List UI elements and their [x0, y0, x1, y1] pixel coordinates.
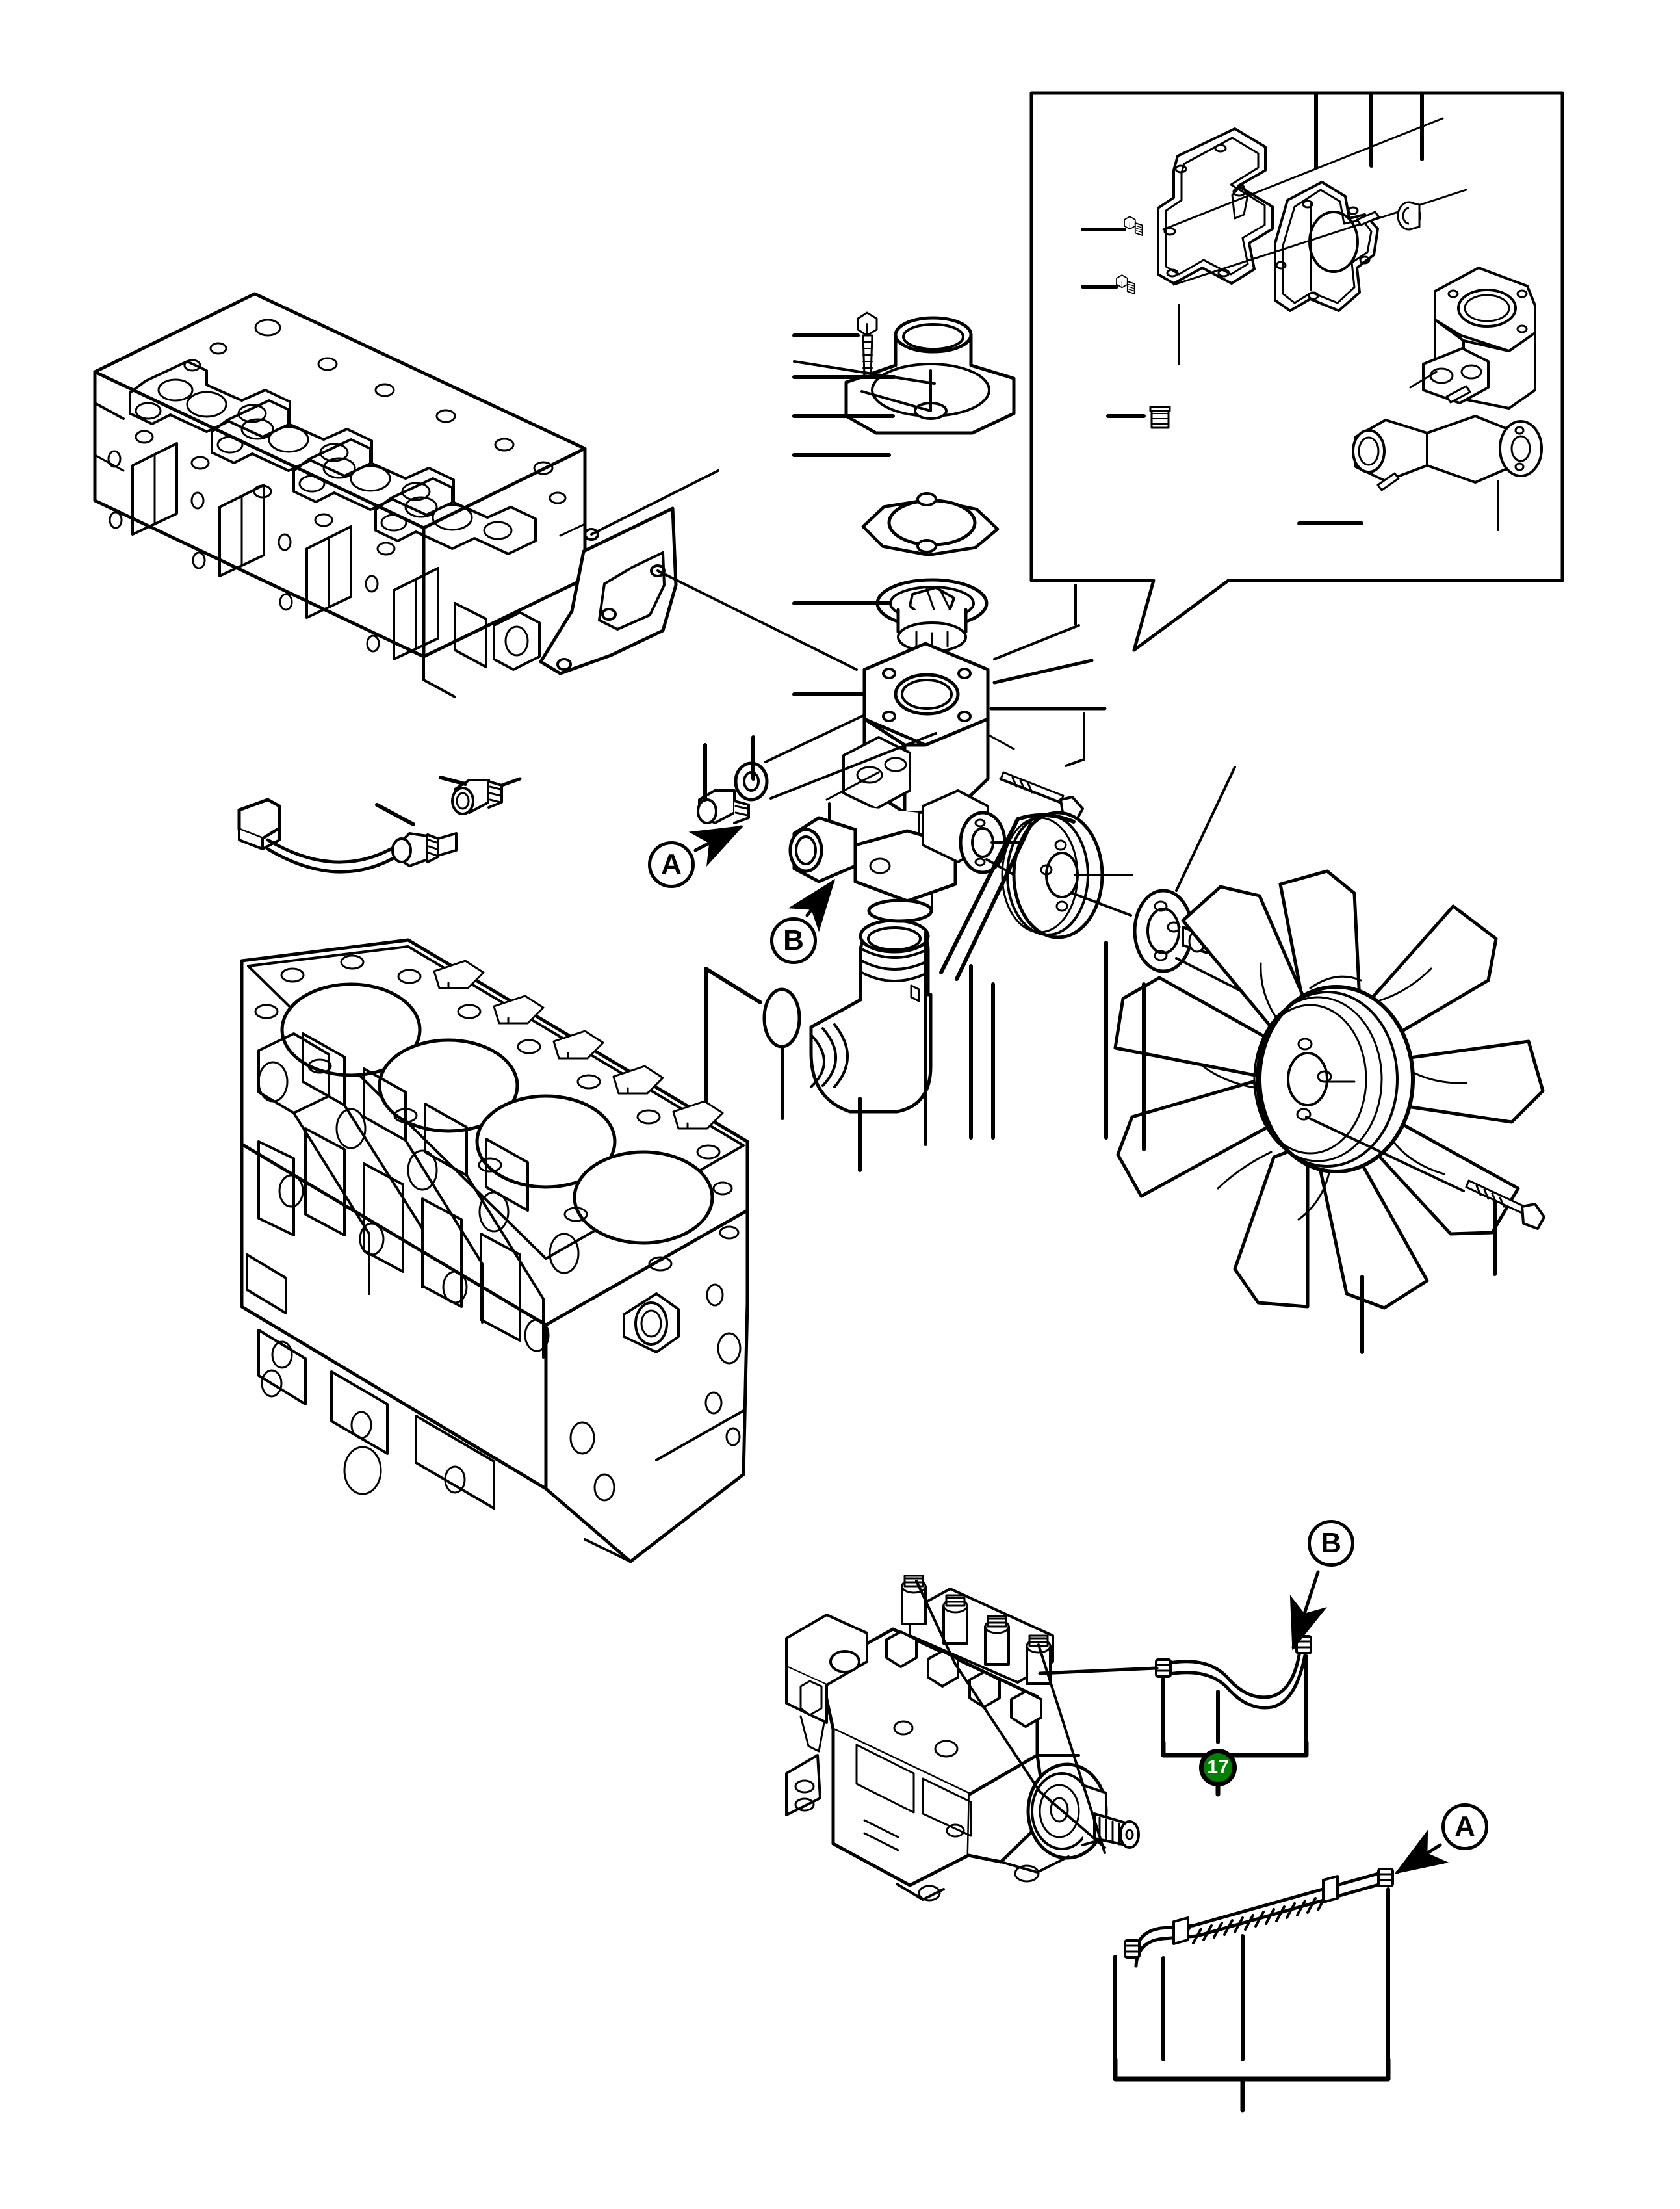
injection-pump [785, 1575, 1140, 1902]
callout-leaders [688, 825, 1449, 1874]
thermostat-housing-bolt [857, 311, 878, 377]
callout-label: B [1321, 1527, 1341, 1559]
cylinder-block [240, 938, 749, 1563]
cylinder-head [93, 292, 587, 698]
drive-belt [939, 813, 1076, 981]
item-badge-17[interactable]: 17 [1199, 1749, 1237, 1786]
temperature-sender-lead [237, 798, 402, 874]
fuel-supply-clamp-right [1377, 1868, 1394, 1887]
fuel-return-clamp-right [1295, 1635, 1312, 1654]
callout-bubble-a-lower: A [1441, 1803, 1488, 1850]
callout-label: A [1454, 1810, 1475, 1842]
cooling-fan [1113, 869, 1545, 1310]
water-inlet-elbow [704, 898, 933, 1172]
thermostat-gasket [861, 492, 1000, 557]
item-badge-number: 17 [1207, 1757, 1229, 1778]
callout-bubble-b-lower: B [1308, 1520, 1354, 1567]
fuel-supply-clamp-left [1124, 1939, 1141, 1959]
fuel-return-hose [1038, 1635, 1312, 1797]
callout-label: B [783, 924, 804, 956]
water-pump-plug [697, 789, 750, 824]
temperature-sender-assembly [237, 776, 522, 874]
water-pump-detail-inset [1029, 91, 1564, 652]
fuel-supply-hose [1113, 1868, 1394, 2113]
temperature-switch [451, 777, 522, 815]
inlet-o-ring-lower [762, 987, 801, 1049]
water-pump-body [697, 584, 1107, 903]
callout-label: A [661, 848, 682, 880]
water-pump-pulley [1001, 811, 1133, 939]
inlet-o-ring-upper [867, 898, 933, 923]
sealing-washer [734, 761, 769, 802]
thermostat [875, 578, 989, 653]
callout-bubble-b-upper: B [770, 917, 817, 964]
water-pump-mounting-gasket [539, 469, 858, 675]
callout-bubble-a-upper: A [648, 841, 695, 888]
fan-bolt [1465, 1179, 1545, 1230]
